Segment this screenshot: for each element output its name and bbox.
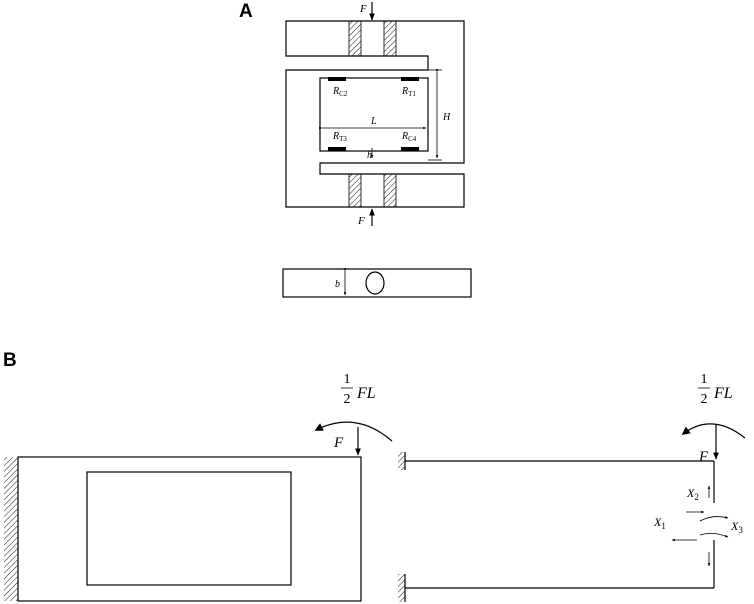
force-top-label: F [359, 3, 367, 15]
inner-beam-window [319, 77, 429, 152]
right-wall-top-hatch [398, 452, 405, 470]
gauge-label-t3: RT3 [332, 131, 347, 143]
sensor-body-outline [285, 20, 465, 208]
right-force-label: F [698, 449, 709, 465]
bottom-clamp-hatch-right [383, 173, 397, 208]
left-force-label: F [333, 435, 344, 451]
left-wall-hatch [4, 457, 18, 601]
left-moment-arrow [314, 421, 393, 442]
dimension-h-label: H [442, 112, 451, 123]
force-bottom-label: F [357, 215, 365, 227]
gauge-label-t1: RT1 [401, 86, 416, 98]
left-moment-numerator: 1 [344, 372, 351, 387]
top-clamp-hatch-right [383, 20, 397, 57]
panel-b: B 1 2 FL F 1 2 FL F X2 X1 [3, 350, 746, 602]
strain-gauge-t3 [328, 147, 346, 151]
x3-moment-lower [699, 533, 729, 538]
gauge-label-c4: RC4 [401, 131, 417, 143]
strain-gauge-t1 [401, 77, 419, 81]
side-view-bar [282, 268, 472, 298]
right-moment-term: FL [713, 385, 733, 402]
strain-gauge-c4 [401, 147, 419, 151]
panel-a: A F F RC2 RT1 RT3 RC4 L H [239, 1, 472, 298]
dimension-l-label: L [370, 116, 377, 127]
strain-gauge-c2 [328, 77, 346, 81]
dimension-small-h-label: h [367, 150, 372, 161]
gauge-label-c2: RC2 [332, 86, 348, 98]
x2-label: X2 [686, 486, 699, 502]
right-moment-numerator: 1 [701, 372, 708, 387]
left-moment-denominator: 2 [344, 392, 351, 407]
left-frame-outer [17, 456, 362, 602]
left-moment-term: FL [356, 385, 376, 402]
dimension-b-label: b [335, 279, 340, 290]
bottom-clamp-hatch-left [348, 173, 362, 208]
panel-b-label: B [3, 350, 17, 371]
panel-a-label: A [239, 1, 253, 22]
side-view-hole [365, 271, 385, 295]
right-moment-arrow [681, 423, 746, 439]
left-frame-inner-window [86, 471, 292, 586]
right-moment-denominator: 2 [701, 392, 708, 407]
right-wall-bottom-hatch [398, 574, 405, 602]
x3-label: X3 [730, 519, 743, 535]
x3-moment-upper [699, 516, 729, 522]
top-clamp-hatch-left [348, 20, 362, 57]
x1-label: X1 [653, 515, 666, 531]
